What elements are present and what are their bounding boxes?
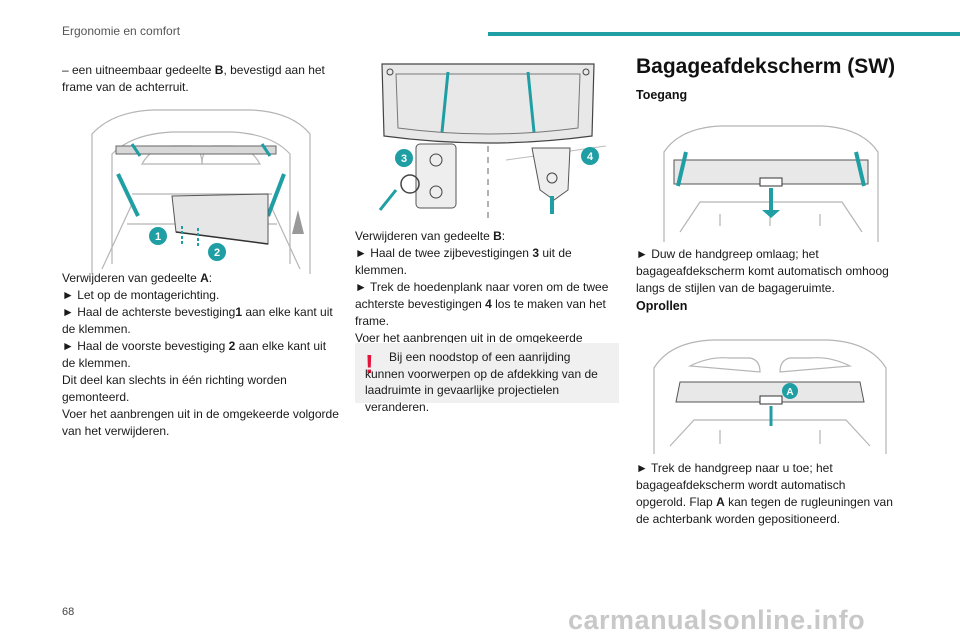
watermark: carmanualsonline.info (568, 605, 866, 635)
figure-label-2: 2 (214, 247, 220, 259)
toegang-text: ► Duw de handgreep omlaag; het bagageafd… (636, 247, 889, 295)
warning-icon: ! (365, 349, 374, 379)
section-title: Bagageafdekscherm (SW) (636, 55, 896, 78)
figure-parcel-shelf-part-a: 1 2 (72, 104, 330, 276)
left-instructions: Verwijderen van gedeelte A: ► Let op de … (62, 271, 339, 438)
header-accent-bar (488, 32, 960, 36)
left-intro: – een uitneembaar gedeelte B, bevestigd … (62, 63, 325, 94)
subheading-oprollen: Oprollen (636, 299, 688, 313)
subheading-toegang: Toegang (636, 88, 688, 102)
warning-box: ! Bij een noodstop of een aanrijding kun… (355, 343, 619, 414)
figure-parcel-shelf-part-b: 3 4 (356, 50, 620, 222)
oprollen-text: ► Trek de handgreep naar u toe; het baga… (636, 461, 893, 526)
figure-label-1: 1 (155, 231, 161, 243)
figure-label-a: A (786, 387, 793, 398)
mid-instructions: Verwijderen van gedeelte B: ► Haal de tw… (355, 229, 609, 362)
figure-cover-roll-up: A (650, 336, 890, 456)
figure-label-4: 4 (587, 151, 594, 163)
figure-label-3: 3 (401, 153, 407, 165)
warning-text: Bij een noodstop of een aanrijding kunne… (365, 350, 598, 414)
running-header: Ergonomie en comfort (62, 24, 181, 38)
page-number: 68 (62, 606, 75, 618)
figure-cover-access (660, 122, 882, 244)
